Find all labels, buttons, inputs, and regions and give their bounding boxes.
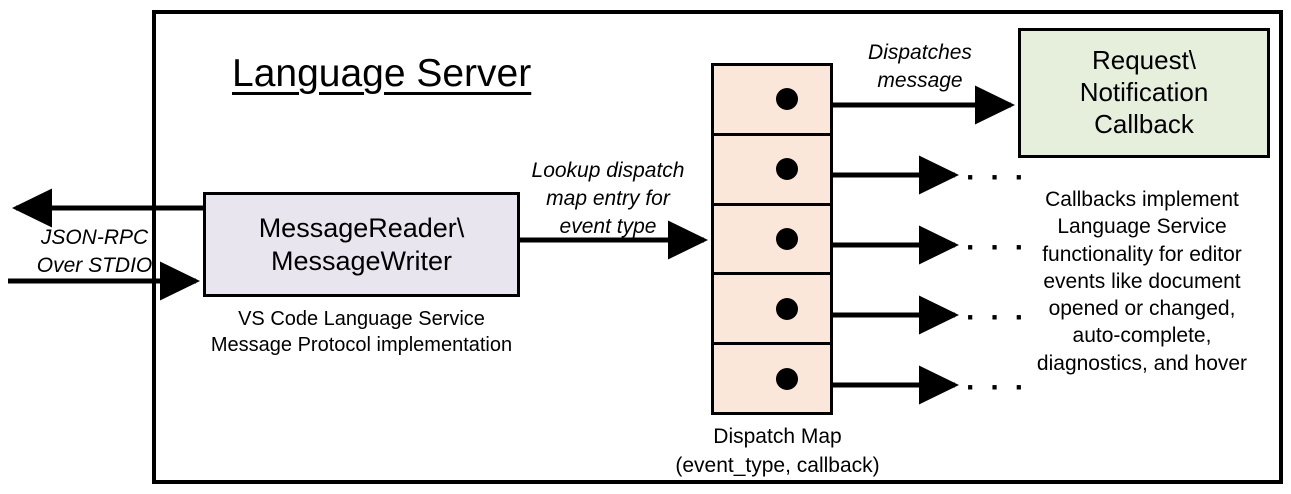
dispatches-label-line1: Dispatches — [868, 41, 972, 64]
dispatch-map-row[interactable] — [714, 275, 830, 346]
dispatch-entry-dot-icon — [776, 227, 798, 250]
dispatch-map-row[interactable] — [714, 136, 830, 206]
message-reader-label: MessageReader\ — [258, 212, 465, 243]
language-server-boundary — [152, 10, 1283, 484]
dispatch-row-ellipsis: · · · — [966, 161, 1028, 194]
lookup-dispatch-label: Lookup dispatch map entry for event type — [514, 157, 702, 241]
message-reader-writer-caption: VS Code Language Service Message Protoco… — [203, 306, 520, 359]
dispatch-entry-dot-icon — [776, 158, 798, 181]
dispatch-caption-line2: (event_type, callback) — [675, 453, 880, 477]
callback-description: Callbacks implement Language Service fun… — [1006, 186, 1278, 377]
message-writer-label: MessageWriter — [270, 245, 453, 276]
dispatches-label-line2: message — [877, 68, 963, 92]
dispatch-row-ellipsis: · · · — [966, 371, 1028, 404]
callback-title-line2: Notification — [1079, 77, 1209, 108]
callback-description-line: functionality for editor — [1042, 242, 1242, 266]
jsonrpc-transport-label: JSON-RPC Over STDIO — [22, 224, 167, 280]
reader-caption-line2: Message Protocol implementation — [210, 334, 513, 357]
callback-description-line: Language Service — [1057, 215, 1227, 239]
callback-title-line1: Request\ — [1091, 45, 1197, 76]
dispatch-row-ellipsis: · · · — [966, 231, 1028, 264]
dispatch-row-ellipsis: · · · — [966, 301, 1028, 334]
page-title: Language Server — [232, 52, 532, 95]
callback-description-line: auto-complete, — [1072, 324, 1212, 348]
reader-caption-line1: VS Code Language Service — [238, 308, 485, 330]
lookup-label-line3: event type — [559, 214, 657, 238]
dispatch-map-caption: Dispatch Map (event_type, callback) — [650, 423, 905, 481]
callback-description-line: Callbacks implement — [1045, 188, 1239, 211]
dispatch-map-table[interactable] — [711, 63, 833, 415]
dispatch-entry-dot-icon — [776, 297, 798, 320]
lookup-label-line1: Lookup dispatch — [531, 159, 685, 182]
callback-description-line: opened or changed, — [1048, 297, 1236, 321]
dispatch-entry-dot-icon — [776, 367, 798, 390]
jsonrpc-label-line2: Over STDIO — [36, 253, 153, 277]
dispatches-message-label: Dispatches message — [832, 39, 1008, 95]
dispatch-map-row[interactable] — [714, 345, 830, 412]
dispatch-map-row[interactable] — [714, 206, 830, 276]
callback-description-line: diagnostics, and hover — [1036, 351, 1248, 375]
jsonrpc-label-line1: JSON-RPC — [40, 226, 149, 249]
dispatch-map-row[interactable] — [714, 66, 830, 136]
callback-description-line: events like document — [1043, 269, 1241, 293]
dispatch-entry-dot-icon — [776, 88, 798, 111]
message-reader-writer-box[interactable]: MessageReader\ MessageWriter — [203, 192, 520, 297]
request-notification-callback-box[interactable]: Request\ Notification Callback — [1018, 28, 1270, 158]
lookup-label-line2: map entry for — [546, 186, 670, 210]
callback-title-line3: Callback — [1094, 108, 1194, 139]
dispatch-caption-line1: Dispatch Map — [713, 425, 842, 448]
